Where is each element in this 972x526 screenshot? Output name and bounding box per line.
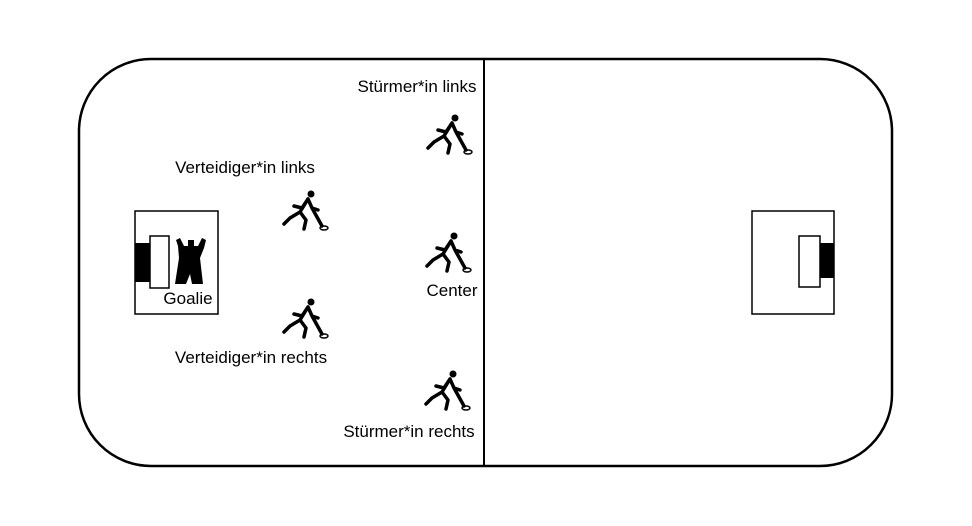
label-center: Center	[426, 281, 478, 300]
goalie-icon	[175, 238, 206, 284]
floorball-player-icon	[425, 230, 473, 274]
left-goal-back	[135, 243, 150, 282]
rink-boundary	[77, 57, 894, 468]
label-forward-right: Stürmer*in rechts	[343, 422, 475, 441]
label-defender-right: Verteidiger*in rechts	[174, 348, 328, 367]
floorball-player-icon	[426, 112, 474, 156]
left-goal	[149, 235, 170, 289]
right-goal-area	[751, 210, 835, 315]
right-goal	[798, 235, 821, 288]
label-forward-left: Stürmer*in links	[357, 77, 477, 96]
floorball-player-icon	[424, 368, 472, 412]
right-goal-back	[820, 243, 834, 278]
label-defender-left: Verteidiger*in links	[175, 158, 315, 177]
left-goal-area	[134, 210, 219, 315]
floorball-player-icon	[282, 296, 330, 340]
label-goalie: Goalie	[163, 289, 213, 308]
floorball-player-icon	[282, 188, 330, 232]
